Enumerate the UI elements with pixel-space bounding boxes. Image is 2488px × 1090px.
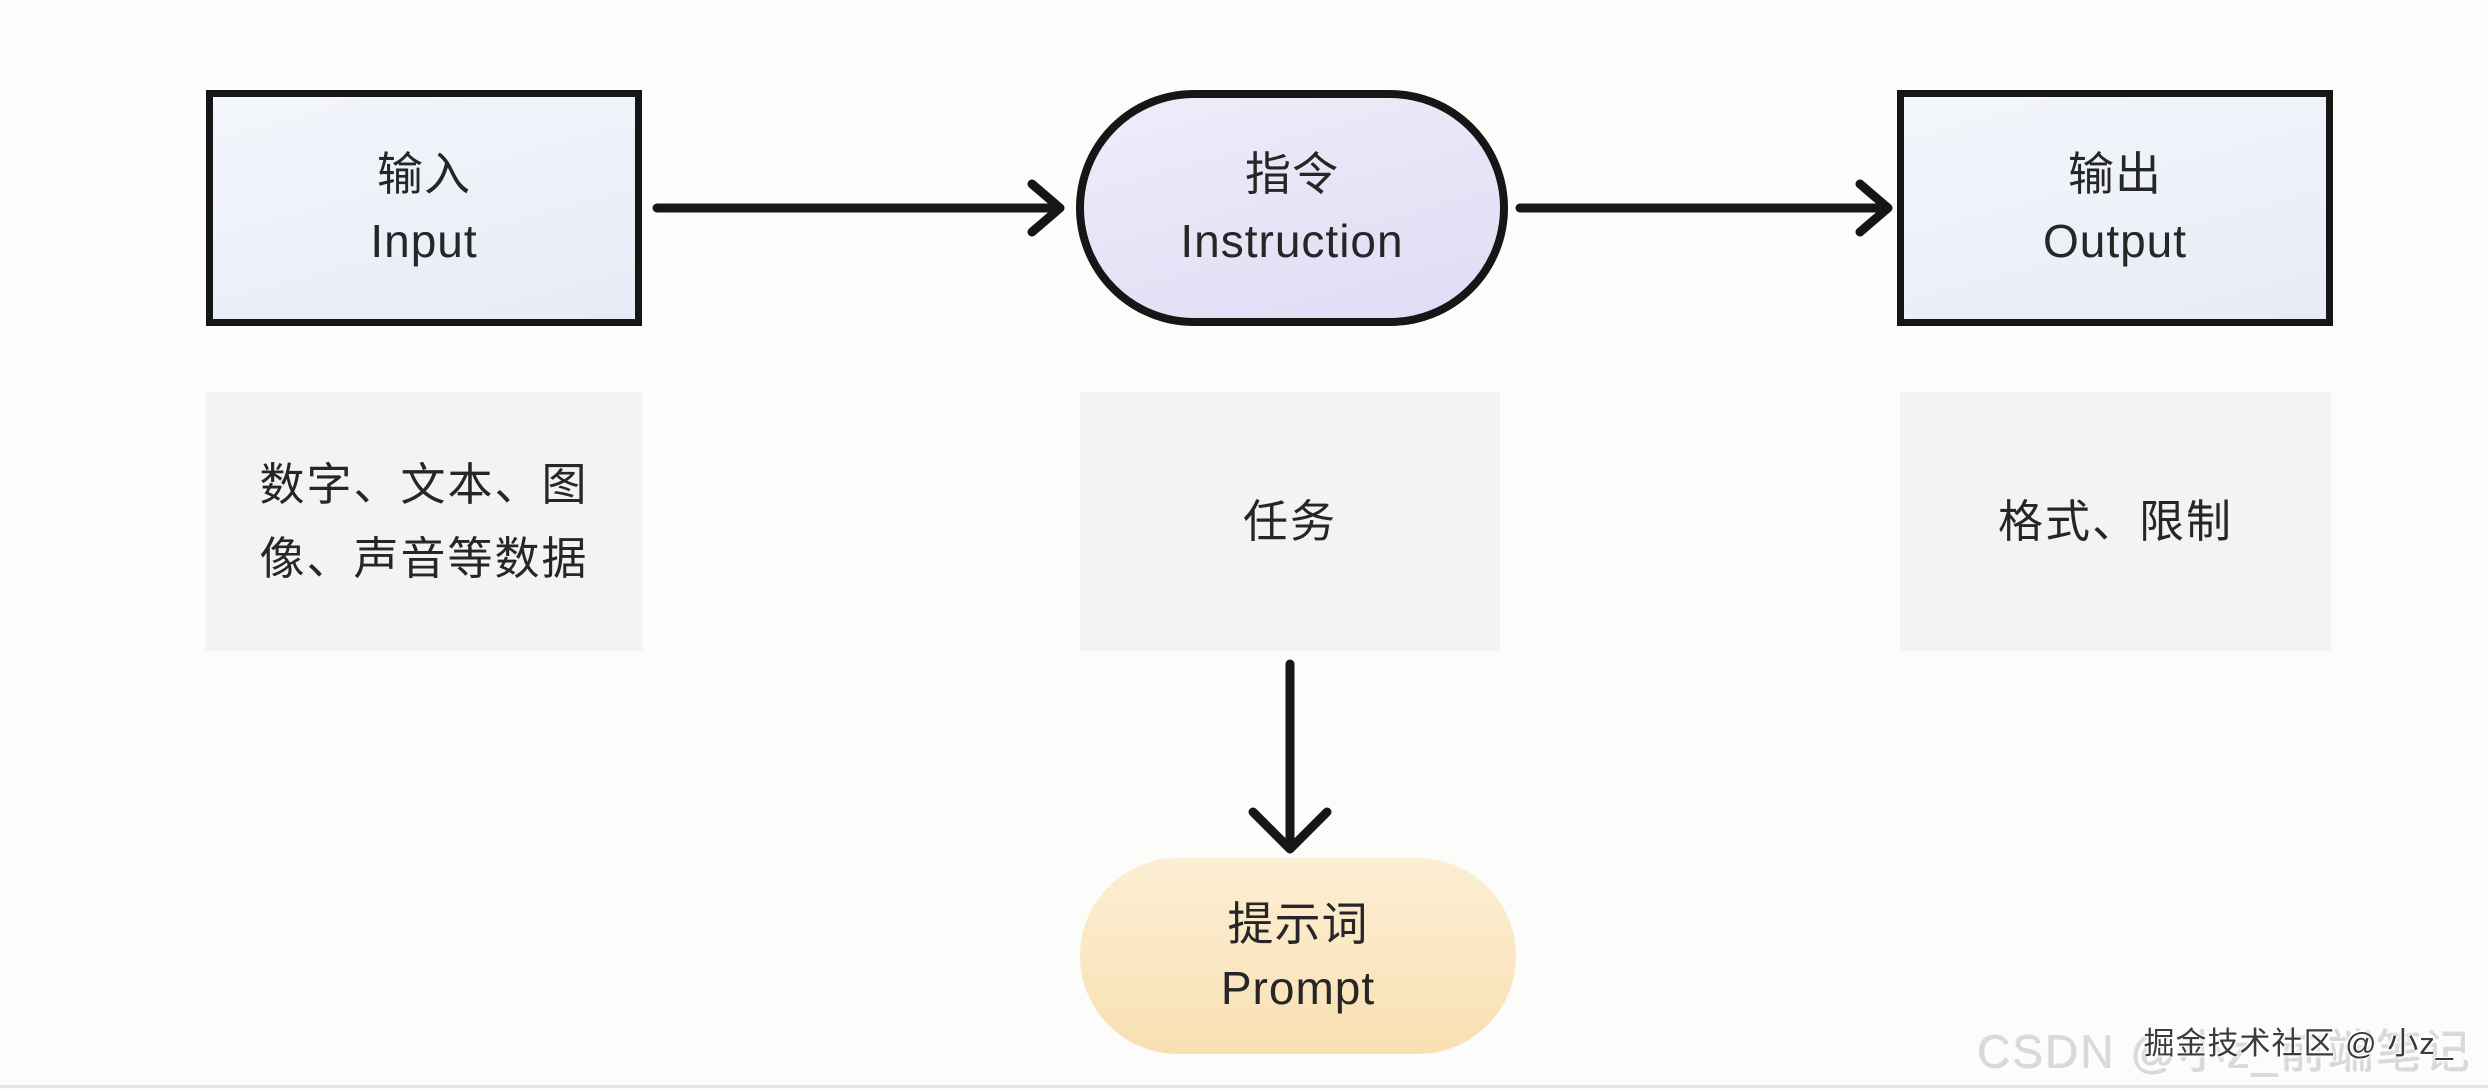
output-node: 输出 Output <box>1897 90 2333 326</box>
output-label-en: Output <box>2042 215 2188 267</box>
instruction-detail-box: 任务 <box>1080 392 1500 651</box>
input-detail-text: 数字、文本、图像、声音等数据 <box>259 458 589 584</box>
arrow-task-to-prompt-icon <box>1248 659 1332 854</box>
instruction-node: 指令 Instruction <box>1076 90 1508 326</box>
prompt-label-en: Prompt <box>1220 962 1376 1014</box>
output-detail-box: 格式、限制 <box>1900 392 2331 651</box>
input-label-zh: 输入 <box>377 148 471 200</box>
instruction-label-zh: 指令 <box>1245 148 1339 200</box>
input-node: 输入 Input <box>206 90 642 326</box>
arrow-instruction-to-output-icon <box>1515 179 1893 237</box>
instruction-detail-text: 任务 <box>1242 495 1337 547</box>
bottom-divider-line <box>0 1085 2488 1088</box>
output-label-zh: 输出 <box>2068 148 2162 200</box>
prompt-label-zh: 提示词 <box>1227 898 1369 950</box>
arrow-input-to-instruction-icon <box>652 179 1065 237</box>
csdn-watermark: CSDN @小z_前端笔记 <box>1977 1026 2472 1078</box>
output-detail-text: 格式、限制 <box>1997 495 2233 547</box>
juejin-watermark: 掘金技术社区 @ 小z_ <box>2143 1026 2454 1061</box>
input-label-en: Input <box>370 215 478 267</box>
input-detail-box: 数字、文本、图像、声音等数据 <box>206 392 642 651</box>
instruction-label-en: Instruction <box>1180 215 1404 267</box>
prompt-node: 提示词 Prompt <box>1080 858 1516 1054</box>
